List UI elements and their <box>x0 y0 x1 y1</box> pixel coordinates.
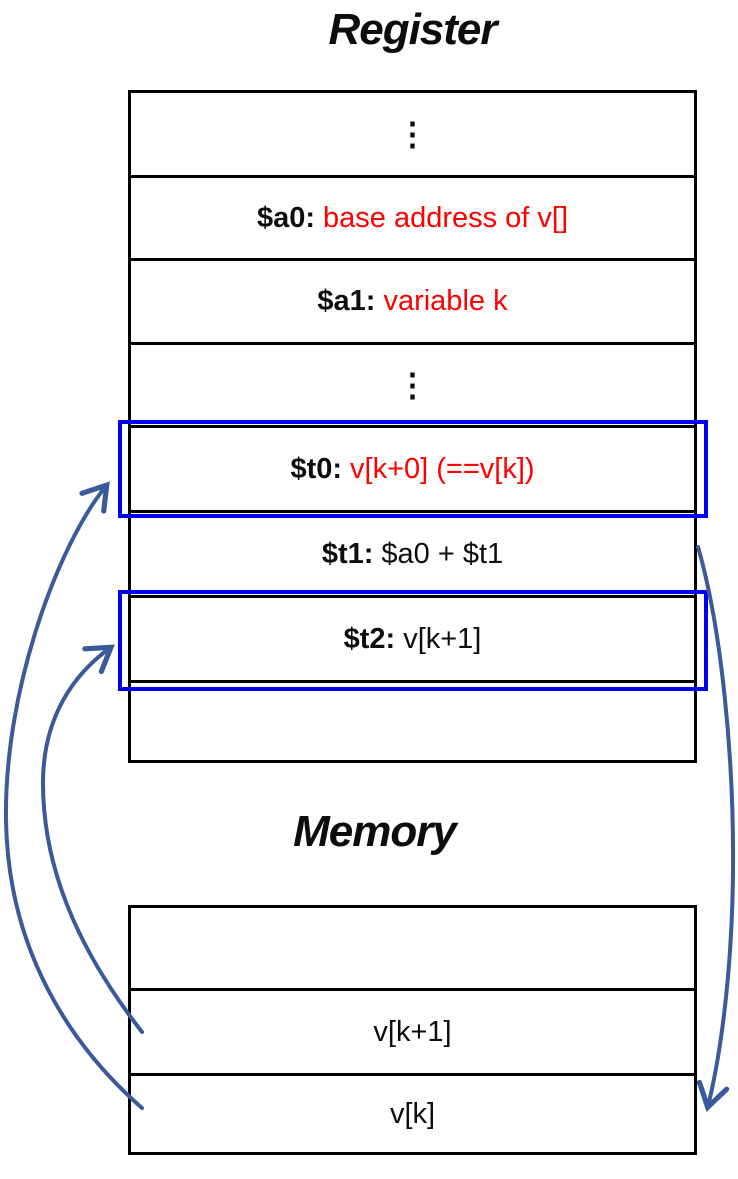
arrow-memory-vk-to-register-t0-icon <box>3 481 144 1110</box>
register-row-ellipsis-top: ⋮ <box>131 93 694 178</box>
register-section-title: Register <box>328 5 497 54</box>
register-name-t1: $t1: <box>321 537 374 570</box>
register-row-ellipsis-mid: ⋮ <box>131 345 694 428</box>
register-table: ⋮ $a0: base address of v[] $a1: variable… <box>128 90 697 763</box>
memory-row-vk1: v[k+1] <box>131 991 694 1076</box>
register-value-a1: variable k <box>383 285 508 317</box>
register-value-t1: $a0 + $t1 <box>381 537 504 570</box>
register-row-empty <box>131 683 694 760</box>
memory-row-empty <box>131 908 694 991</box>
memory-value-vk: v[k] <box>389 1097 436 1130</box>
register-value-t0: v[k+0] (==v[k]) <box>350 452 535 485</box>
register-row-a1: $a1: variable k <box>131 261 694 345</box>
register-name-t2: $t2: <box>343 622 396 655</box>
register-name-a1: $a1: <box>317 285 376 317</box>
vertical-ellipsis: ⋮ <box>396 366 429 403</box>
register-name-a0: $a0: <box>256 201 315 234</box>
register-row-a0: $a0: base address of v[] <box>131 178 694 261</box>
register-value-t2: v[k+1] <box>403 622 482 655</box>
memory-section-title: Memory <box>293 807 457 856</box>
register-row-t2: $t2: v[k+1] <box>131 598 694 683</box>
memory-row-vk: v[k] <box>131 1076 694 1152</box>
register-row-t0: $t0: v[k+0] (==v[k]) <box>131 428 694 513</box>
register-value-a0: base address of v[] <box>323 201 569 234</box>
memory-table: v[k+1] v[k] <box>128 905 697 1155</box>
memory-value-vk1: v[k+1] <box>373 1015 452 1048</box>
arrow-register-t1-to-memory-vk-icon <box>696 545 736 1112</box>
register-row-t1: $t1: $a0 + $t1 <box>131 513 694 598</box>
register-name-t0: $t0: <box>290 452 343 485</box>
vertical-ellipsis: ⋮ <box>396 115 429 152</box>
